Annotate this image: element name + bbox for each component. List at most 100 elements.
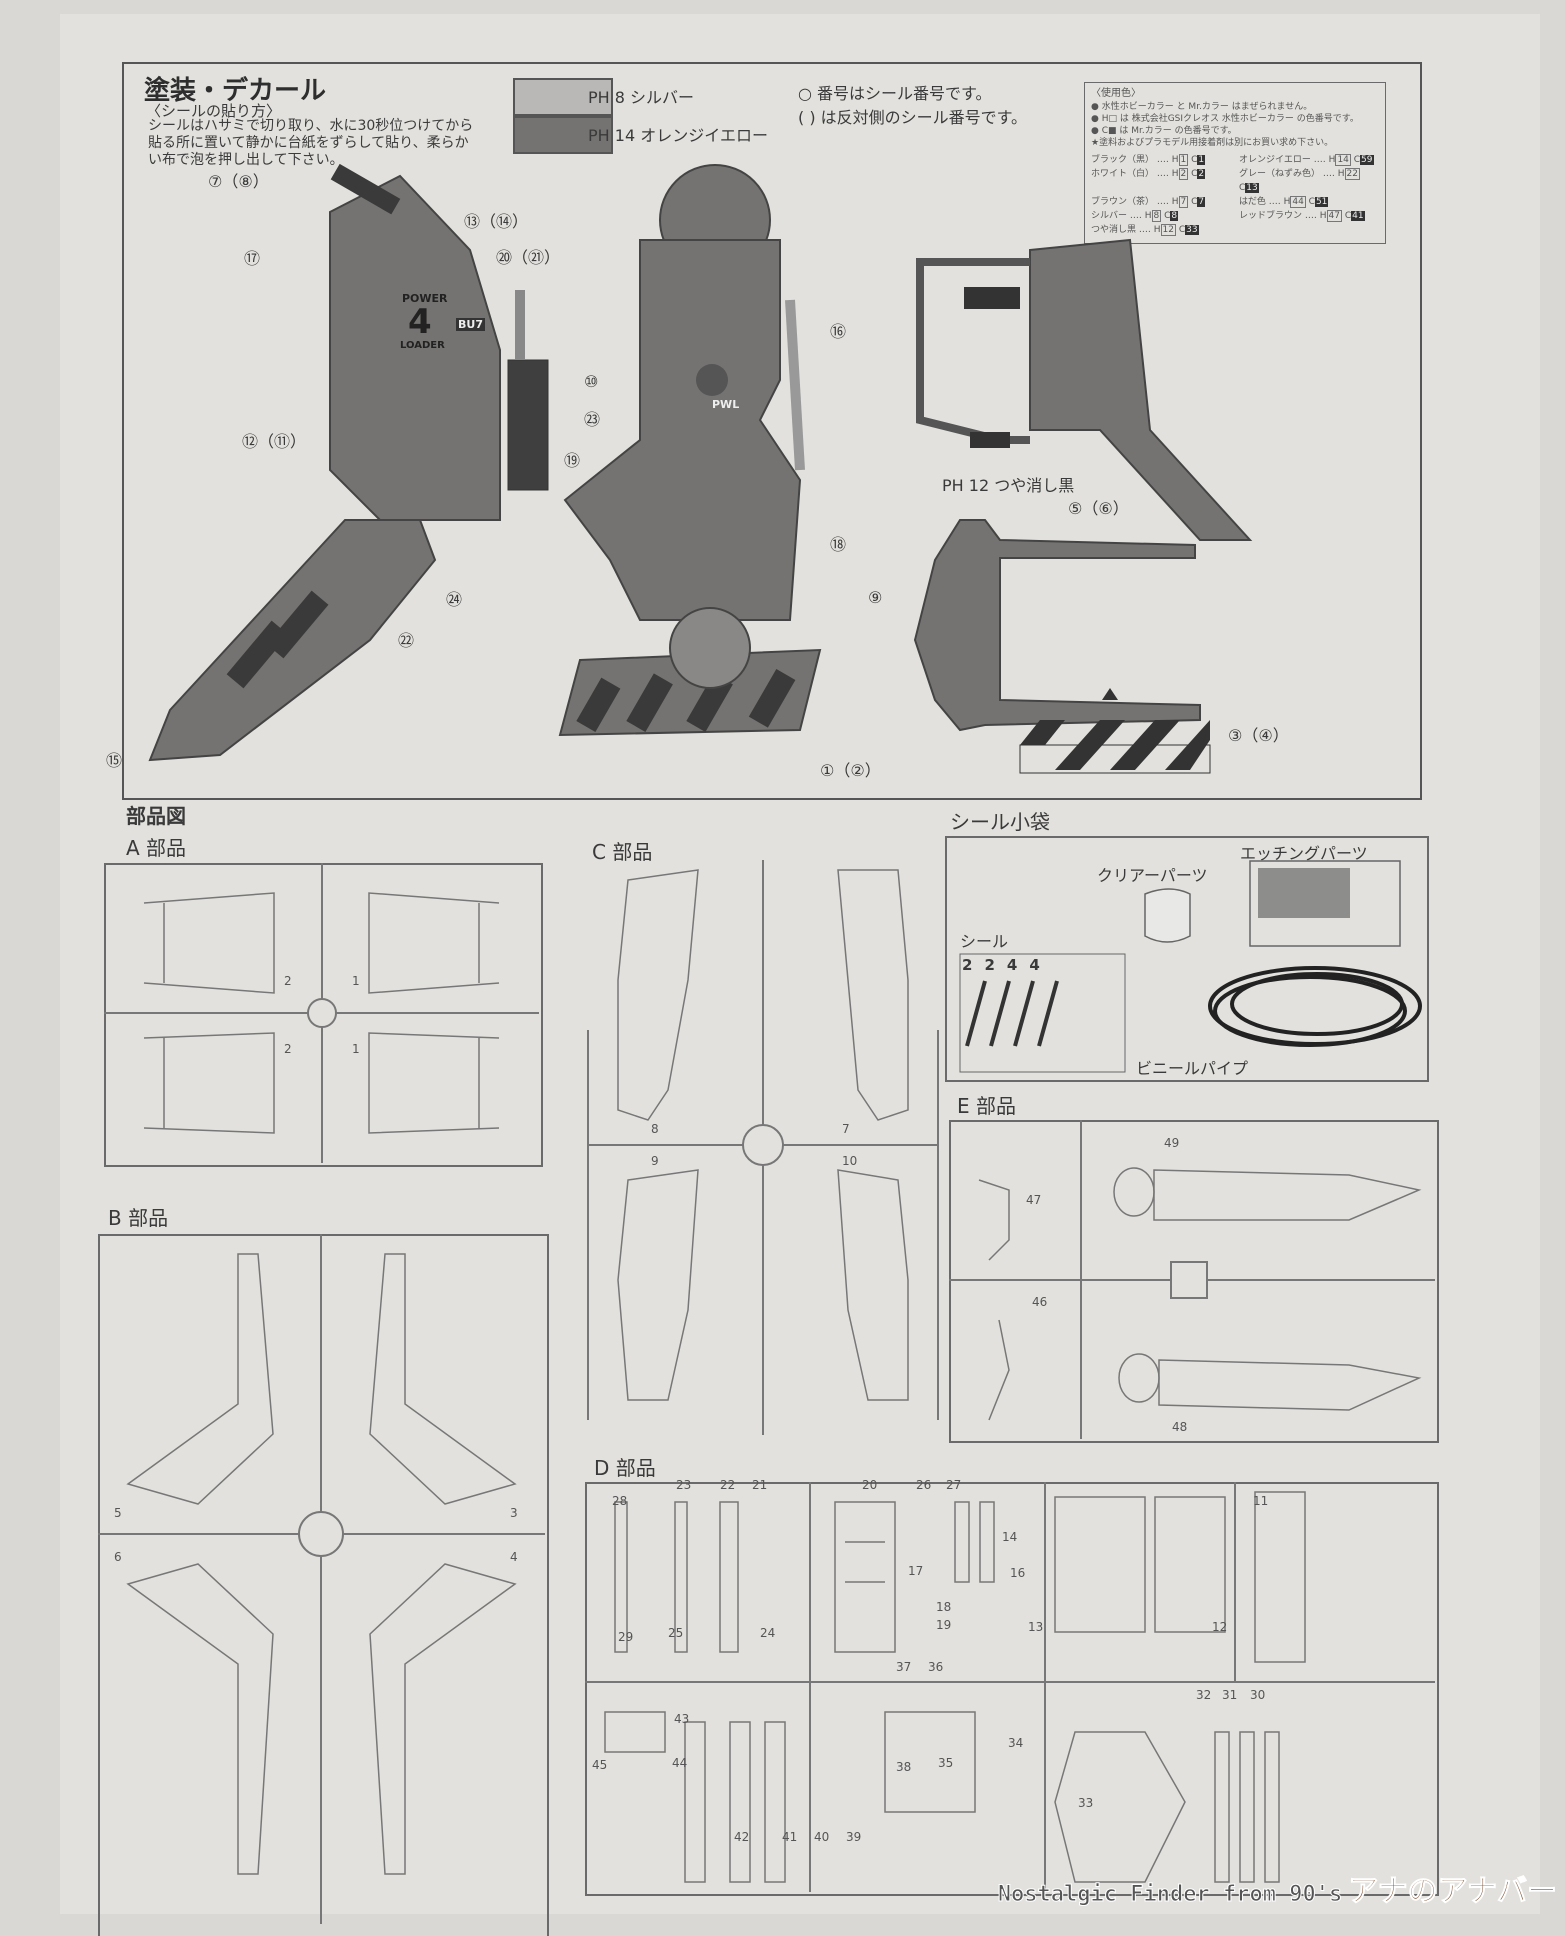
color-name: ブラウン（茶） [1091, 197, 1155, 207]
color-note: ● H□ は 株式会社GSIクレオス 水性ホビーカラー の色番号です。 [1091, 114, 1359, 124]
paint-label: シルバー [630, 88, 695, 107]
parts-a-title: A 部品 [126, 836, 187, 860]
parts-e-title: E 部品 [957, 1094, 1016, 1118]
part-number: 41 [782, 1830, 798, 1844]
part-number: 36 [928, 1660, 944, 1674]
part-number: 6 [114, 1550, 122, 1564]
part-number: 22 [720, 1478, 736, 1492]
decal-power: POWER [402, 292, 448, 305]
c-code: 8 [1170, 211, 1179, 221]
part-number: 40 [814, 1830, 830, 1844]
part-number: 20 [862, 1478, 878, 1492]
callout: ③（④） [1228, 726, 1289, 745]
clear-part [1144, 888, 1191, 943]
sprue-b-drawing [98, 1234, 545, 1924]
h-code: 44 [1290, 196, 1306, 208]
part-number: 44 [672, 1756, 688, 1770]
bag-title: シール小袋 [950, 810, 1050, 834]
sprue-a-drawing [104, 863, 539, 1163]
decal-pwl: PWL [712, 398, 740, 411]
part-number: 23 [676, 1478, 692, 1492]
legend-orange-yellow: PH 14 オレンジイエロー [588, 122, 768, 146]
part-number: 19 [936, 1618, 952, 1632]
color-name: グレー（ねずみ色） [1239, 169, 1321, 179]
callout: ⑤（⑥） [1068, 499, 1129, 518]
painting-decal-section [122, 62, 1422, 800]
arm-illustration [148, 163, 1253, 774]
part-number: 33 [1078, 1796, 1094, 1810]
part-number: 25 [668, 1626, 684, 1640]
part-number: 10 [842, 1154, 858, 1168]
part-number: 21 [752, 1478, 768, 1492]
callout: ⑨ [868, 588, 883, 607]
paint-code: PH 14 [588, 126, 636, 145]
seal-label: シール [960, 932, 1009, 951]
callout: ⑦（⑧） [208, 172, 269, 191]
seal-number: 2 [962, 956, 985, 974]
part-number: 35 [938, 1756, 954, 1770]
seal-bag-drawing [959, 860, 1422, 1073]
part-number: 28 [612, 1494, 628, 1508]
matte-black-note: PH 12 つや消し黒 [942, 476, 1075, 495]
part-number: 9 [651, 1154, 659, 1168]
h-code: 8 [1151, 210, 1162, 222]
watermark-en: Nostalgic Finder from 90's [997, 1882, 1343, 1908]
part-number: 3 [510, 1506, 518, 1520]
parts-d-title: D 部品 [594, 1456, 656, 1480]
parts-b-title: B 部品 [108, 1206, 169, 1230]
part-number: 12 [1212, 1620, 1228, 1634]
seal-number: 4 [1006, 956, 1030, 974]
color-swatch-orange-yellow [513, 116, 613, 154]
part-number: 39 [846, 1830, 862, 1844]
part-number: 42 [734, 1830, 750, 1844]
seal-numbers: 2244 [962, 956, 1052, 974]
sprue-d-drawing [585, 1482, 1435, 1892]
callout: ⑯ [830, 322, 847, 341]
part-number: 14 [1002, 1530, 1018, 1544]
color-name: つや消し黒 [1091, 225, 1137, 235]
h-code: 2 [1178, 168, 1189, 180]
h-code: 1 [1178, 154, 1189, 166]
color-swatch-silver [513, 78, 613, 116]
color-note: ● C■ は Mr.カラー の色番号です。 [1091, 126, 1237, 136]
instructions: シールはハサミで切り取り、水に30秒位つけてから 貼る所に置いて静かに台紙をずら… [148, 118, 473, 169]
h-code: 22 [1344, 168, 1360, 180]
sprue-d [585, 1482, 1439, 1896]
part-number: 31 [1222, 1688, 1238, 1702]
c-code: 33 [1185, 225, 1199, 235]
part-number: 29 [618, 1630, 634, 1644]
color-box-title: 〈使用色〉 [1091, 88, 1141, 99]
color-name: ホワイト（白） [1091, 169, 1155, 179]
callout: ⑰ [244, 249, 261, 268]
sprue-b [98, 1234, 549, 1936]
decal-number: 4 [408, 302, 432, 342]
watermark-jp: アナのアナバー [1348, 1874, 1558, 1910]
color-name: ブラック（黒） [1091, 155, 1155, 165]
c-code: 13 [1245, 183, 1259, 193]
part-number: 8 [651, 1122, 659, 1136]
seal-bag-box [945, 836, 1429, 1082]
seal-number: 4 [1029, 956, 1052, 974]
callout: ㉓ [584, 410, 601, 429]
color-note: ★塗料およびプラモデル用接着剤は別にお買い求め下さい。 [1091, 138, 1334, 148]
color-note: ● 水性ホビーカラー と Mr.カラー はまぜられません。 [1091, 102, 1313, 112]
color-name: オレンジイエロー [1239, 155, 1311, 165]
callout: ①（②） [820, 761, 881, 780]
part-number: 2 [284, 974, 292, 988]
sprue-c-drawing [587, 860, 939, 1435]
piston [507, 359, 549, 491]
seal-number: 2 [984, 956, 1007, 974]
instruction-line: 貼る所に置いて静かに台紙をずらして貼り、柔らか [148, 135, 469, 151]
paint-label: オレンジイエロー [640, 126, 769, 145]
clear-parts-label: クリアーパーツ [1097, 866, 1208, 885]
part-number: 5 [114, 1506, 122, 1520]
part-number: 48 [1172, 1420, 1188, 1434]
callout: ⑮ [106, 751, 123, 770]
